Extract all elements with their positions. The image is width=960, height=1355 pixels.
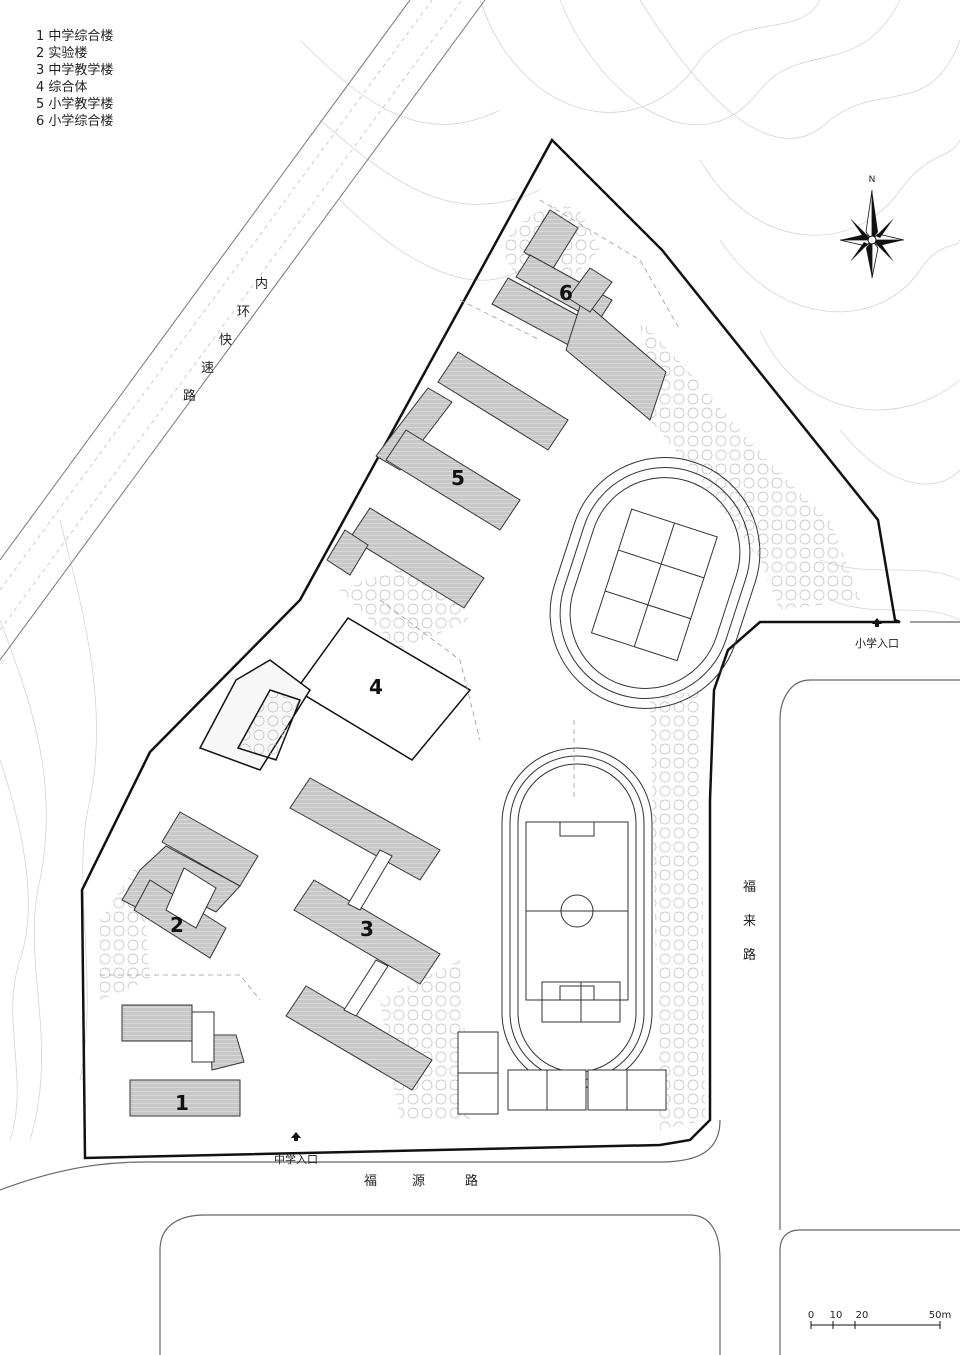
fuyuan-road-char: 路 [465, 1173, 478, 1189]
expressway [0, 0, 486, 661]
building-4 [198, 617, 472, 771]
expressway-char: 速 [201, 361, 214, 376]
expressway-char: 快 [219, 333, 232, 348]
site-boundary [80, 137, 901, 1160]
entrance-arrow-icon [291, 1132, 301, 1138]
dashed-paths [100, 199, 681, 1001]
building-1 [121, 1004, 245, 1117]
middle-track [501, 747, 653, 1089]
scale-tick: 0 [808, 1310, 814, 1321]
fulai-road-char: 路 [743, 947, 756, 963]
legend-item: 2 实验楼 [36, 46, 88, 61]
building-5 [326, 351, 569, 609]
building-6 [491, 209, 667, 421]
fulai-road-char: 来 [743, 914, 756, 929]
middle-entrance-label: 中学入口 [274, 1152, 318, 1166]
building-5-label: 5 [451, 466, 465, 490]
primary-entrance-label: 小学入口 [855, 636, 899, 650]
expressway-char: 路 [183, 388, 196, 404]
middle-entrance: 中学入口 [274, 1132, 318, 1166]
building-3 [285, 777, 441, 1091]
streets [0, 621, 960, 1355]
expressway-char: 内 [255, 276, 268, 292]
scale-bar: 0 10 20 50m [808, 1310, 951, 1329]
legend: 1 中学综合楼 2 实验楼 3 中学教学楼 4 综合体 5 小学教学楼 6 小学… [36, 28, 113, 130]
building-6-label: 6 [559, 281, 573, 305]
fuyuan-road-char: 福 [364, 1174, 377, 1189]
scale-tick: 50m [929, 1310, 951, 1321]
scale-tick: 10 [830, 1310, 843, 1321]
legend-item: 4 综合体 [36, 80, 88, 95]
fuyuan-road-char: 源 [412, 1174, 425, 1189]
legend-item: 5 小学教学楼 [36, 97, 114, 112]
building-2 [121, 811, 259, 959]
legend-item: 6 小学综合楼 [36, 114, 114, 129]
building-3-label: 3 [360, 917, 374, 941]
building-2-label: 2 [170, 913, 184, 937]
primary-entrance: 小学入口 [855, 618, 899, 650]
north-label: N [869, 175, 876, 185]
building-4-label: 4 [369, 675, 383, 699]
primary-track [549, 457, 761, 709]
entrance-arrow-icon [872, 618, 882, 624]
scale-tick: 20 [856, 1310, 869, 1321]
north-arrow-icon: N [839, 175, 905, 279]
fulai-road-char: 福 [743, 880, 756, 895]
basketball-courts [457, 1031, 667, 1115]
building-1-label: 1 [175, 1091, 189, 1115]
legend-item: 1 中学综合楼 [36, 29, 114, 44]
expressway-char: 环 [237, 305, 250, 320]
tree-zones [100, 206, 860, 1130]
legend-item: 3 中学教学楼 [36, 63, 114, 78]
